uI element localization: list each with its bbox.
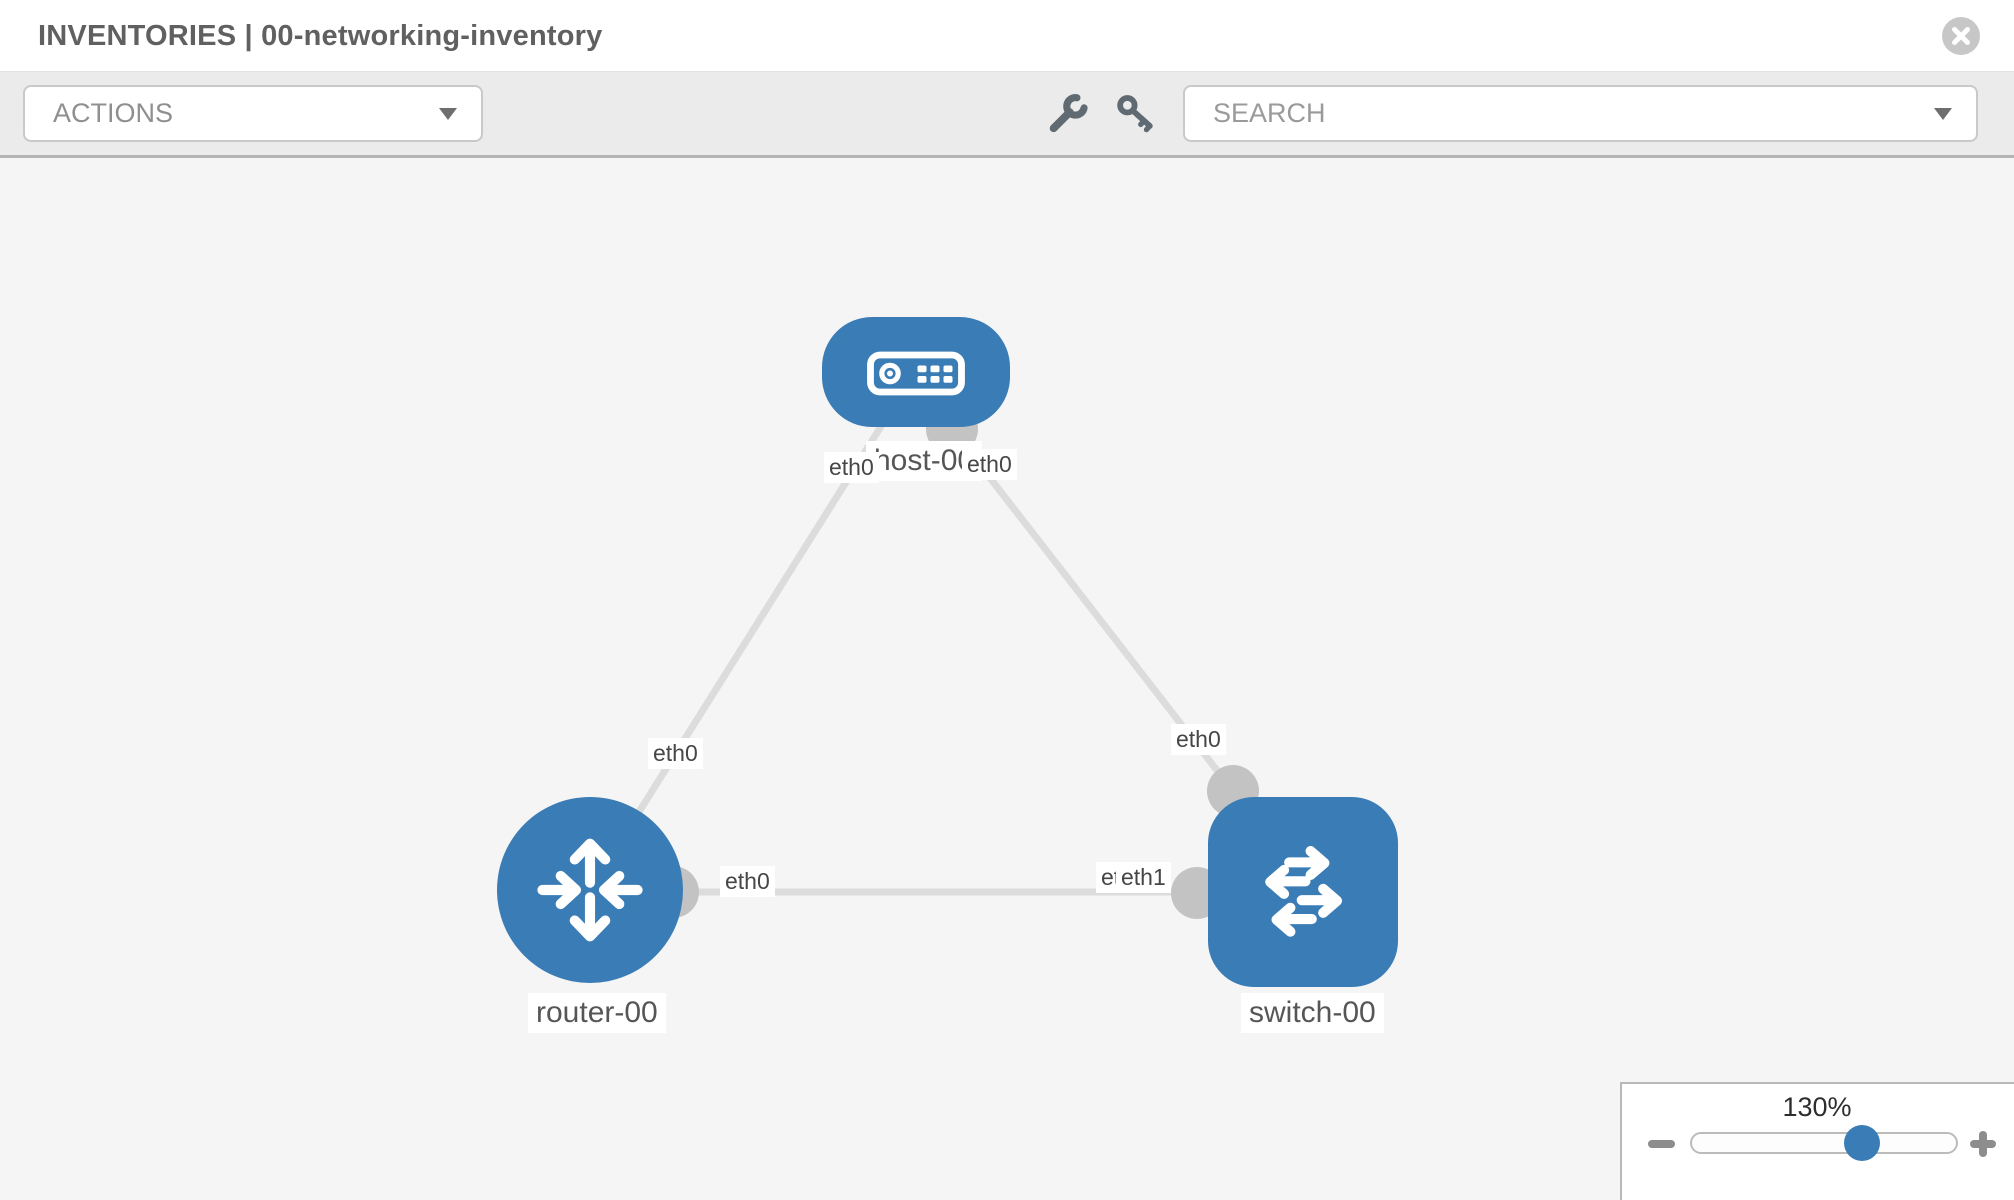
interface-label: eth0 [1171,724,1226,755]
zoom-slider-track[interactable] [1690,1132,1958,1154]
host-icon [867,351,965,396]
plus-icon [1979,1131,1987,1157]
zoom-in-button[interactable] [1970,1131,1996,1157]
interface-label: eth0 [962,449,1017,480]
page-title: INVENTORIES | 00-networking-inventory [38,20,603,52]
close-button[interactable] [1942,17,1980,55]
switch-icon [1265,846,1343,937]
key-icon [1117,94,1153,132]
router-icon [537,838,643,942]
zoom-slider-handle[interactable] [1844,1125,1880,1161]
search-input[interactable] [1185,87,1976,140]
actions-dropdown[interactable]: ACTIONS [23,85,483,142]
close-icon [1942,17,1980,55]
node-label-router: router-00 [528,993,666,1033]
node-label-switch: switch-00 [1241,993,1384,1033]
interface-label: eth0 [720,866,775,897]
credentials-button[interactable] [1110,90,1162,142]
zoom-value: 130% [1782,1092,1852,1122]
chevron-down-icon [1934,108,1952,120]
node-host-00[interactable] [822,317,1010,427]
wrench-icon [1049,93,1088,132]
search-box[interactable] [1183,85,1978,142]
interface-label: eth0 [824,452,879,483]
toolbar: ACTIONS [0,72,2014,158]
interface-label: eth0 [648,738,703,769]
interface-label: eth1 [1116,862,1171,893]
actions-dropdown-label: ACTIONS [53,98,174,128]
node-switch-00[interactable] [1208,797,1398,987]
node-router-00[interactable] [497,797,683,983]
configure-button[interactable] [1042,90,1094,142]
zoom-out-button[interactable] [1648,1140,1675,1148]
chevron-down-icon [439,108,457,120]
header: INVENTORIES | 00-networking-inventory [0,0,2014,72]
